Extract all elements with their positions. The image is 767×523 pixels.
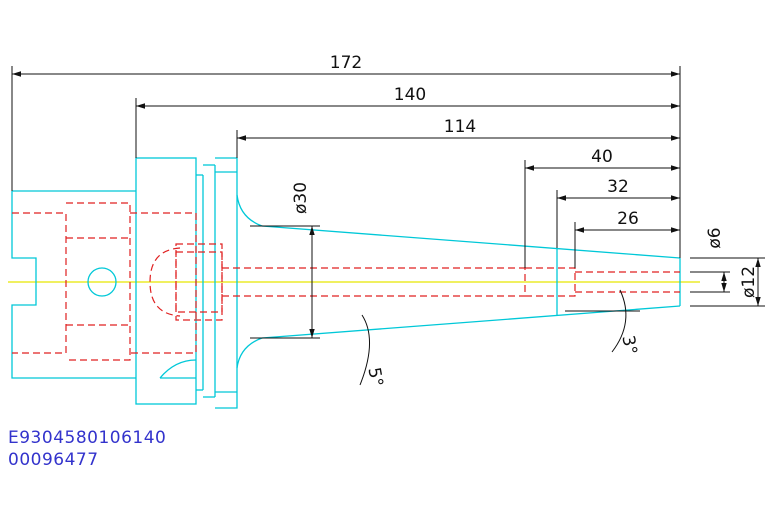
dimension-lines [11, 66, 765, 386]
holder-outline [11, 157, 681, 409]
dim-overall-length: 172 [330, 53, 362, 73]
serial-number: 00096477 [8, 450, 99, 470]
dim-taper-dia: ø30 [291, 182, 311, 214]
article-number: E9304580106140 [8, 428, 167, 448]
dim-angle-tip: 3° [617, 334, 640, 357]
drive-hole [87, 267, 117, 297]
dim-bore-dia: ø6 [705, 227, 725, 248]
dim-bore-depth-1: 40 [591, 147, 613, 167]
dim-tip-dia: ø12 [739, 266, 759, 298]
dim-taper-length: 114 [444, 117, 476, 137]
dim-bore-depth-3: 26 [617, 209, 639, 229]
dim-angle-main: 5° [363, 366, 386, 389]
dim-bore-depth-2: 32 [607, 177, 629, 197]
hidden-lines [12, 202, 680, 361]
dim-flange-to-end: 140 [394, 85, 426, 105]
